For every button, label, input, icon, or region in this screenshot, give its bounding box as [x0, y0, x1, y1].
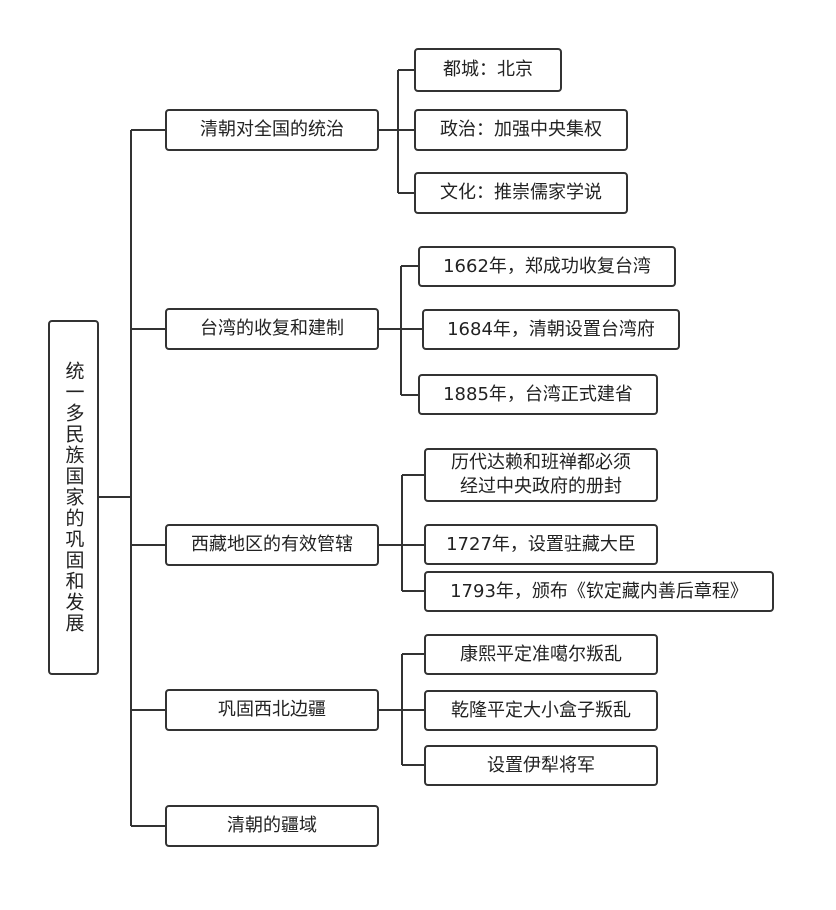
root-node: 统一多民族国家的巩固和发展: [48, 320, 99, 675]
branch-label: 清朝对全国的统治: [200, 119, 344, 140]
leaf-node: 都城：北京: [414, 48, 562, 92]
branch-label: 清朝的疆域: [227, 815, 317, 836]
connector-group-1: [379, 69, 414, 194]
leaf-node: 1662年，郑成功收复台湾: [418, 246, 676, 287]
branch-node-territory: 清朝的疆域: [165, 805, 379, 847]
branch-label: 台湾的收复和建制: [200, 318, 344, 339]
leaf-label: 都城：北京: [443, 59, 533, 80]
branch-label: 巩固西北边疆: [218, 699, 326, 720]
leaf-node: 1684年，清朝设置台湾府: [422, 309, 680, 350]
leaf-node: 1793年，颁布《钦定藏内善后章程》: [424, 571, 774, 612]
leaf-label: 1684年，清朝设置台湾府: [447, 318, 655, 340]
connector-group-3: [379, 474, 424, 592]
leaf-label: 1885年，台湾正式建省: [443, 383, 633, 405]
leaf-label: 设置伊犁将军: [487, 754, 595, 776]
leaf-label: 乾隆平定大小盒子叛乱: [451, 699, 631, 721]
branch-node-northwest: 巩固西北边疆: [165, 689, 379, 731]
branch-node-qing-rule: 清朝对全国的统治: [165, 109, 379, 151]
leaf-node: 设置伊犁将军: [424, 745, 658, 786]
leaf-node: 历代达赖和班禅都必须 经过中央政府的册封: [424, 448, 658, 502]
connector-group-4: [379, 653, 424, 766]
leaf-label: 1727年，设置驻藏大臣: [446, 533, 636, 555]
leaf-label: 文化：推崇儒家学说: [440, 182, 602, 203]
leaf-label: 政治：加强中央集权: [440, 119, 602, 140]
leaf-label: 历代达赖和班禅都必须 经过中央政府的册封: [451, 452, 631, 497]
leaf-node: 1885年，台湾正式建省: [418, 374, 658, 415]
leaf-node: 政治：加强中央集权: [414, 109, 628, 151]
root-label: 统一多民族国家的巩固和发展: [62, 361, 85, 634]
leaf-node: 1727年，设置驻藏大臣: [424, 524, 658, 565]
branch-node-tibet: 西藏地区的有效管辖: [165, 524, 379, 566]
leaf-node: 乾隆平定大小盒子叛乱: [424, 690, 658, 731]
leaf-label: 1793年，颁布《钦定藏内善后章程》: [450, 580, 748, 602]
leaf-node: 康熙平定准噶尔叛乱: [424, 634, 658, 675]
connector-group-2: [379, 265, 422, 396]
leaf-label: 1662年，郑成功收复台湾: [443, 255, 651, 277]
branch-label: 西藏地区的有效管辖: [191, 534, 353, 555]
leaf-node: 文化：推崇儒家学说: [414, 172, 628, 214]
branch-node-taiwan: 台湾的收复和建制: [165, 308, 379, 350]
leaf-label: 康熙平定准噶尔叛乱: [460, 643, 622, 665]
